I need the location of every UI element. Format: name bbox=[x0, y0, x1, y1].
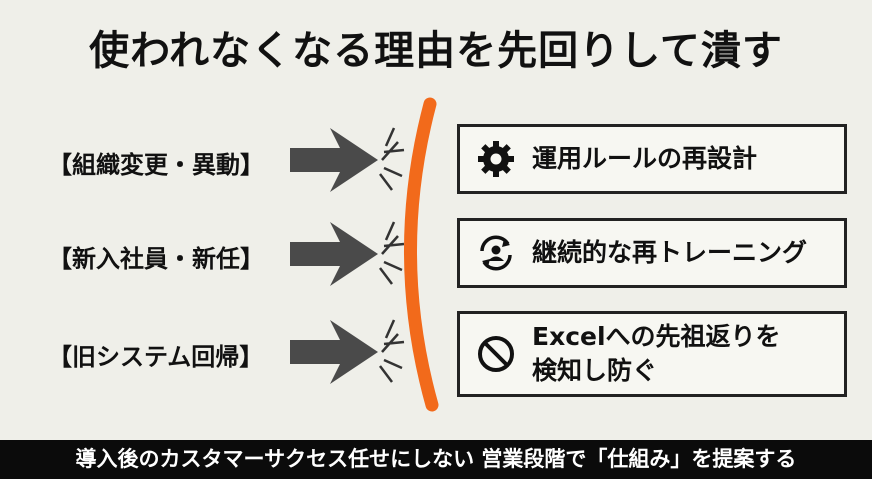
solution-label: 継続的な再トレーニング bbox=[532, 238, 808, 267]
footer-banner: 導入後のカスタマーサクセス任せにしない 営業段階で「仕組み」を提案する bbox=[0, 440, 872, 479]
page-title: 使われなくなる理由を先回りして潰す bbox=[89, 28, 783, 74]
cause-label-new-hire: 【新入社員・新任】 bbox=[48, 245, 264, 273]
impact-crack-icon bbox=[379, 127, 405, 383]
cause-label-org-change: 【組織変更・異動】 bbox=[48, 151, 264, 179]
solution-label-line: 検知し防ぐ bbox=[532, 356, 658, 385]
arrow-icon bbox=[290, 128, 378, 192]
solution-label: Excelへの先祖返りを 検知し防ぐ bbox=[532, 320, 781, 388]
solution-box-rules: 運用ルールの再設計 bbox=[457, 124, 847, 194]
gear-icon bbox=[478, 141, 514, 177]
solution-label: 運用ルールの再設計 bbox=[532, 144, 758, 173]
refresh-user-icon bbox=[480, 235, 512, 271]
prohibited-icon bbox=[478, 336, 514, 372]
arrow-icon bbox=[290, 222, 378, 286]
arrow-icon bbox=[290, 320, 378, 384]
impact-graphic bbox=[290, 97, 439, 412]
cause-label-legacy-system: 【旧システム回帰】 bbox=[48, 343, 264, 371]
solution-label-line: Excelへの先祖返りを bbox=[532, 322, 781, 351]
solution-box-training: 継続的な再トレーニング bbox=[457, 218, 847, 288]
barrier-shield bbox=[404, 97, 439, 412]
solution-box-excel: Excelへの先祖返りを 検知し防ぐ bbox=[457, 311, 847, 397]
